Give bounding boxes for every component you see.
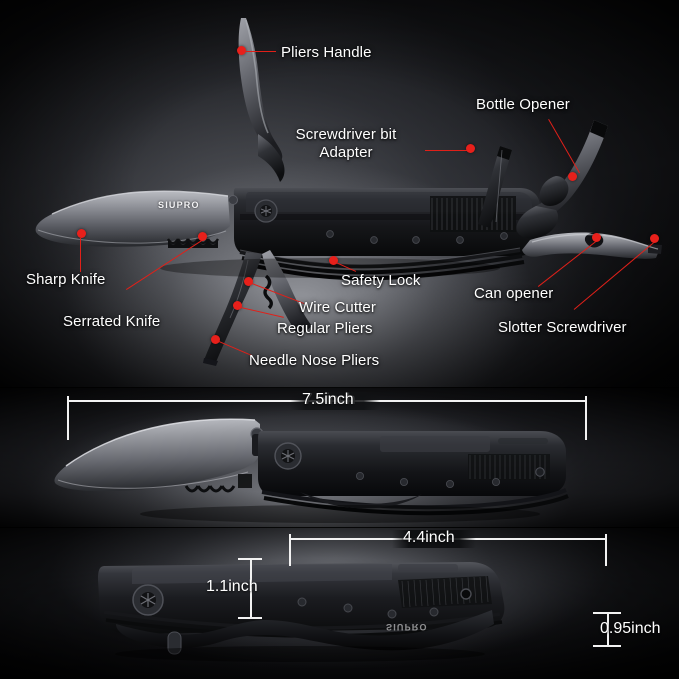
callout-label-needle-nose-pliers: Needle Nose Pliers <box>249 352 380 369</box>
callout-leader-screwdriver-bit-adapter <box>425 150 467 151</box>
closed-knife-dimensions-view: SIUPRO <box>0 528 679 679</box>
callout-dot-wire-cutter <box>244 277 253 286</box>
callout-dot-slotter-screwdriver <box>650 234 659 243</box>
callout-leader-pliers-handle <box>246 51 276 52</box>
callout-label-serrated-knife: Serrated Knife <box>63 313 161 330</box>
dimension-text-closed-height: 1.1inch <box>206 578 258 595</box>
dimension-cap-left-overall-length <box>67 396 69 440</box>
dimension-cap-top-closed-height <box>238 558 262 560</box>
dimension-cap-bottom-closed-width <box>593 645 621 647</box>
pliers-handle-arm <box>238 18 283 163</box>
callout-label-screwdriver-bit-adapter: Screwdriver bit Adapter <box>295 126 397 161</box>
callout-dot-regular-pliers <box>233 301 242 310</box>
callout-dot-safety-lock <box>329 256 338 265</box>
callout-label-pliers-handle: Pliers Handle <box>281 44 372 61</box>
callout-dot-serrated-knife <box>198 232 207 241</box>
dimension-line-closed-width <box>607 612 609 646</box>
closed-knife-illustration <box>98 562 505 662</box>
callout-dot-screwdriver-bit-adapter <box>466 144 475 153</box>
dimension-cap-right-overall-length <box>585 396 587 440</box>
dimension-text-closed-width: 0.95inch <box>600 620 661 637</box>
brand-mark-top: SIUPRO <box>158 200 200 210</box>
callout-label-wire-cutter: Wire Cutter <box>299 299 376 316</box>
blade-serrations <box>184 485 236 493</box>
dimension-cap-right-closed-length <box>605 534 607 566</box>
knife-blade <box>54 419 260 492</box>
callout-label-regular-pliers: Regular Pliers <box>277 320 373 337</box>
wire-cutter-notch <box>263 274 273 310</box>
serrated-knife-edge <box>168 240 218 248</box>
callout-leader-sharp-knife <box>80 238 81 272</box>
callout-label-can-opener: Can opener <box>474 285 554 302</box>
exploded-open-multitool-view: SIUPRO Pliers Handle Screwdriver bit Ada… <box>0 0 679 388</box>
dimension-text-backdrop-overall-length <box>290 392 380 410</box>
dimension-text-backdrop-closed-length <box>392 530 476 548</box>
callout-dot-can-opener <box>592 233 601 242</box>
dimension-text-closed-length: 4.4inch <box>403 529 455 546</box>
dimension-cap-left-closed-length <box>289 534 291 566</box>
callout-label-bottle-opener: Bottle Opener <box>476 96 570 113</box>
callout-label-safety-lock: Safety Lock <box>341 272 421 289</box>
callout-dot-needle-nose-pliers <box>211 335 220 344</box>
dimension-cap-top-closed-width <box>593 612 621 614</box>
closed-knife-bolster <box>116 610 494 651</box>
brand-mark-bottom-reflected: SIUPRO <box>386 622 428 632</box>
callout-dot-pliers-handle <box>237 46 246 55</box>
multitool-open-illustration <box>35 18 662 366</box>
callout-dot-sharp-knife <box>77 229 86 238</box>
dimension-cap-bottom-closed-height <box>238 617 262 619</box>
callout-label-slotter-screwdriver: Slotter Screwdriver <box>498 319 627 336</box>
callout-label-sharp-knife: Sharp Knife <box>26 271 106 288</box>
dimension-text-overall-length-front: 7.5inch <box>302 391 354 408</box>
open-knife-illustration <box>54 418 569 523</box>
regular-pliers-jaw <box>262 250 312 336</box>
screwdriver-bit-adapter <box>478 146 512 228</box>
callout-dot-bottle-opener <box>568 172 577 181</box>
dimension-line-closed-height <box>250 558 252 618</box>
